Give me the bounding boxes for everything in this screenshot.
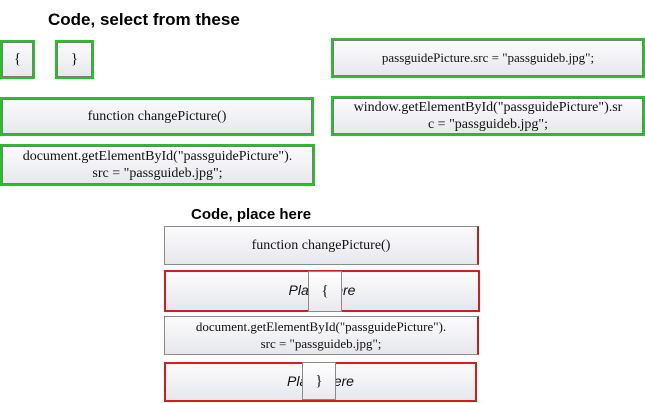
- target-slot-3[interactable]: document.getElementById("passguidePictur…: [164, 316, 479, 355]
- open-brace-tile[interactable]: {: [0, 40, 35, 79]
- function-declaration-tile[interactable]: function changePicture(): [0, 97, 314, 136]
- window-getelementbyid-tile[interactable]: window.getElementById("passguidePicture"…: [331, 96, 645, 136]
- target-heading: Code, place here: [191, 206, 312, 223]
- close-brace-chip[interactable]: }: [302, 362, 336, 400]
- passguide-src-tile[interactable]: passguidePicture.src = "passguideb.jpg";: [331, 38, 645, 78]
- source-heading: Code, select from these: [48, 10, 240, 29]
- open-brace-chip[interactable]: {: [308, 271, 342, 312]
- close-brace-tile[interactable]: }: [55, 40, 94, 79]
- document-getelementbyid-tile[interactable]: document.getElementById("passguidePictur…: [0, 144, 315, 186]
- target-slot-1[interactable]: function changePicture(): [164, 226, 479, 265]
